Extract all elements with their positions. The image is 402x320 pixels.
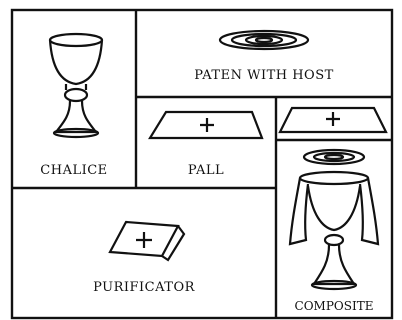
pall-icon <box>150 112 262 138</box>
pall-label: PALL <box>136 163 276 178</box>
paten-label: PATEN WITH HOST <box>136 68 392 83</box>
composite-icon <box>290 150 378 289</box>
purificator-icon <box>110 222 184 260</box>
composite-pall-icon <box>280 108 386 132</box>
composite-label: COMPOSITE <box>276 299 392 313</box>
chalice-label: CHALICE <box>12 163 136 178</box>
chalice-icon <box>50 34 102 137</box>
purificator-label: PURIFICATOR <box>12 280 276 295</box>
paten-with-host-icon <box>220 31 308 49</box>
